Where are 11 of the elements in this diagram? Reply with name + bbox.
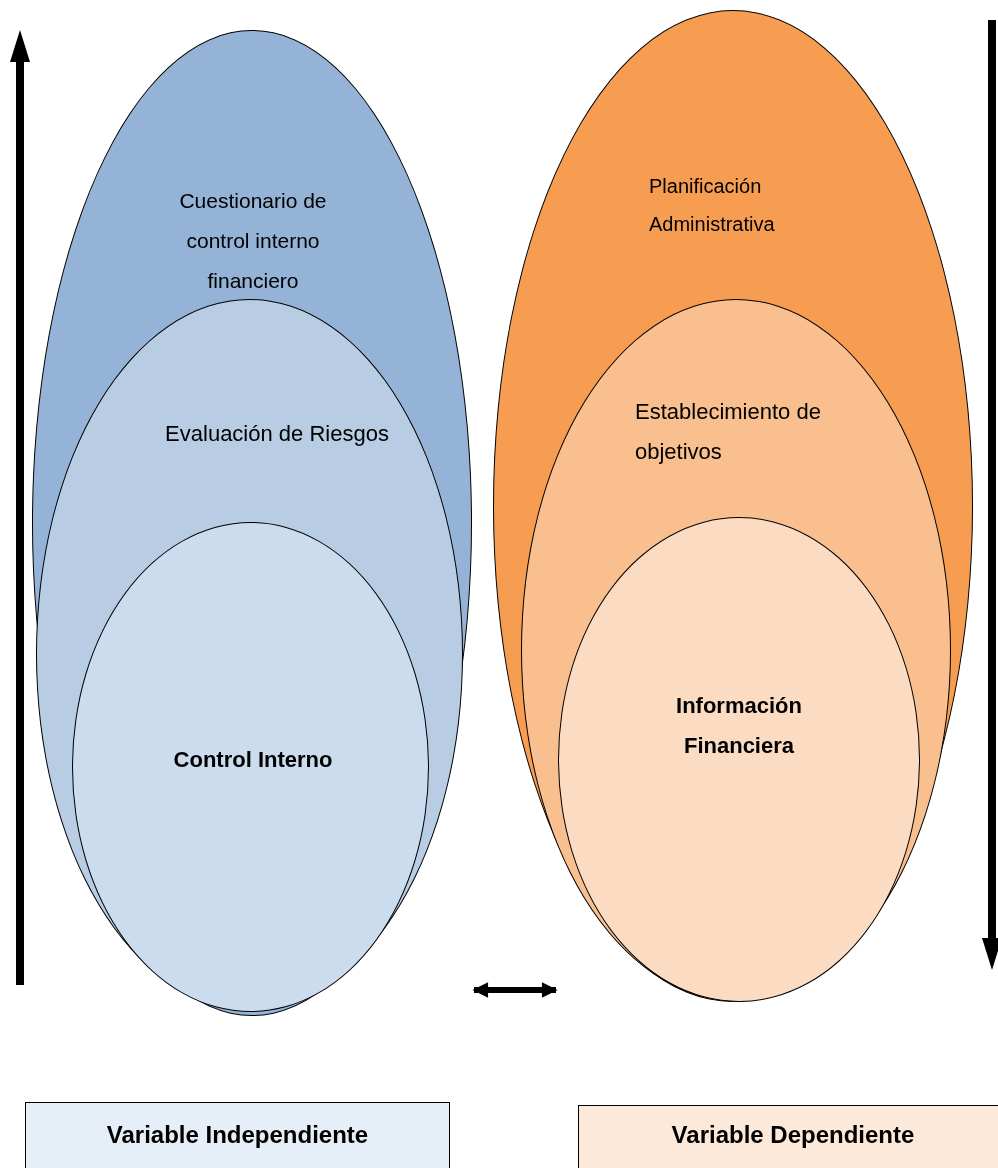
variable-label: Variable Independiente (106, 1121, 369, 1149)
variable-label: Variable Dependiente (671, 1121, 915, 1149)
variable-label-box (25, 1102, 450, 1168)
double-arrow (472, 982, 558, 998)
ellipse-label: Planificación Administrativa (649, 174, 776, 237)
variable-label-box (578, 1105, 998, 1168)
ellipse-label: Información Financiera (675, 692, 803, 760)
ellipse-label: Control Interno (172, 746, 334, 774)
ellipse-label: Evaluación de Riesgos (164, 420, 390, 448)
ellipse-label: Establecimiento de objetivos (635, 398, 822, 466)
ellipse-label: Cuestionario de control interno financiero (178, 188, 328, 294)
